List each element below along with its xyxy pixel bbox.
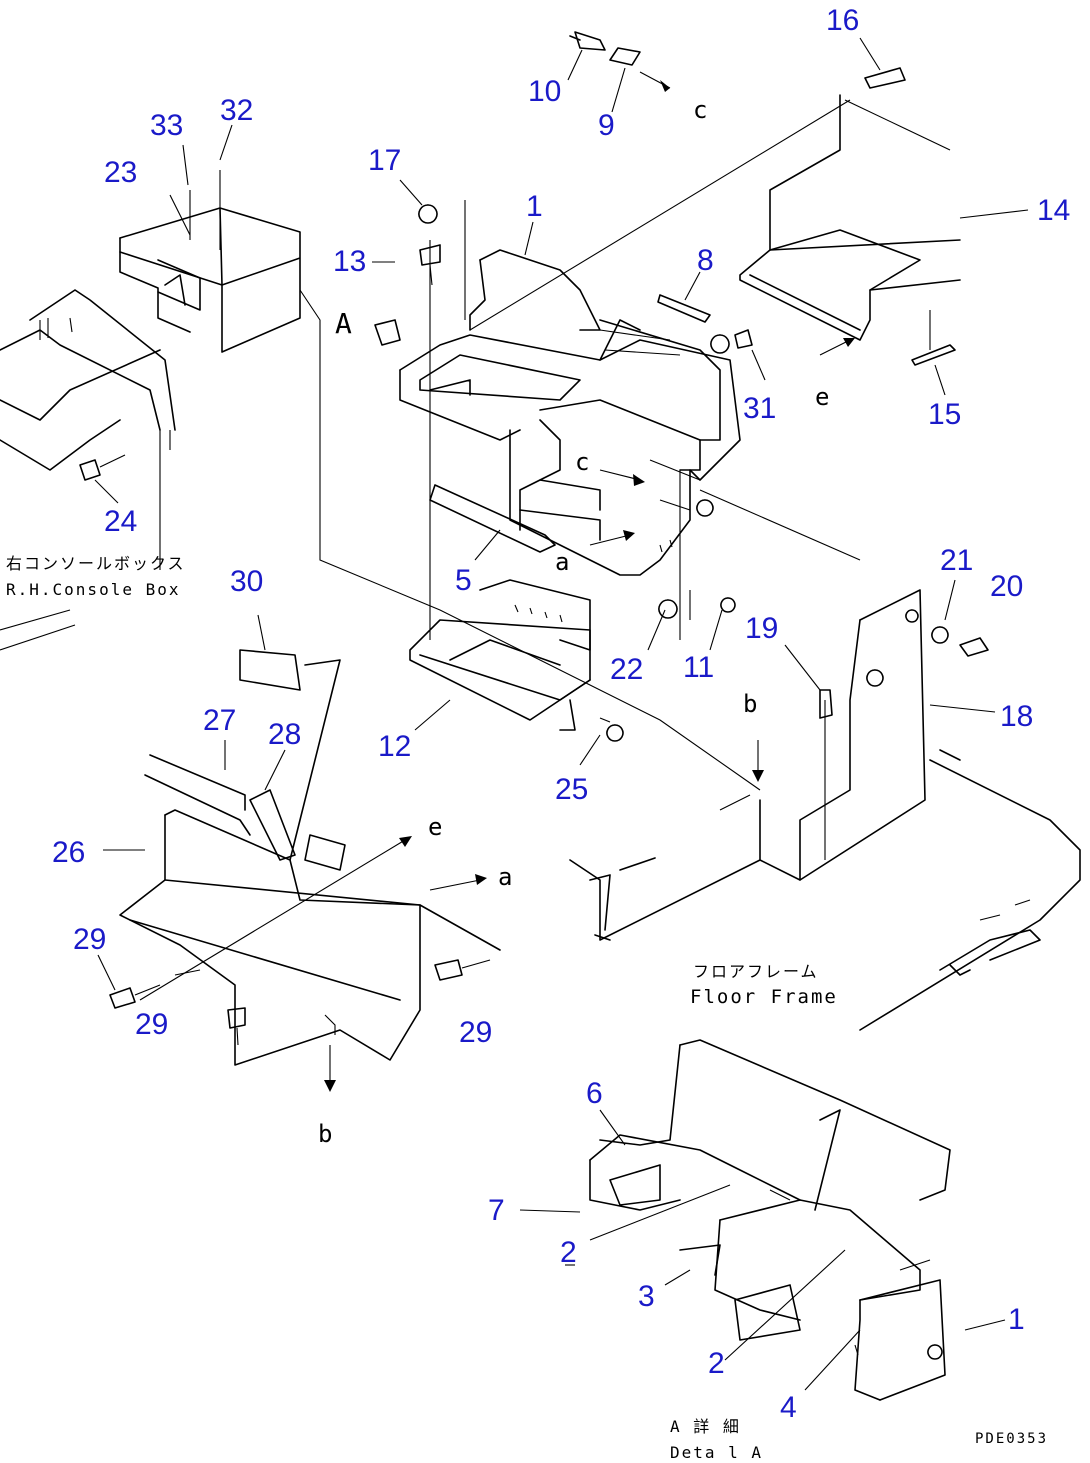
view-letter-A: A (335, 307, 352, 340)
arrow-letter-a-mid: a (555, 548, 569, 576)
label-6: 6 (586, 1077, 603, 1110)
label-10: 10 (528, 75, 561, 108)
label-28: 28 (268, 718, 301, 751)
label-1-bottom: 1 (1008, 1303, 1025, 1336)
view-letters: A c c e e a a b b (318, 96, 829, 1148)
floor-frame-note-jp: フロアフレーム (693, 962, 819, 981)
console-box-note-en: R.H.Console Box (6, 580, 181, 599)
fastener-glyphs (79, 31, 989, 1046)
label-9: 9 (598, 109, 615, 142)
label-23: 23 (104, 156, 137, 189)
arrow-letter-c-mid: c (575, 448, 589, 476)
console-box-drawing (0, 170, 301, 651)
label-3: 3 (638, 1280, 655, 1313)
label-15: 15 (928, 398, 961, 431)
label-32: 32 (220, 94, 253, 127)
label-26: 26 (52, 836, 85, 869)
label-12: 12 (378, 730, 411, 763)
arrow-letter-e-low: e (428, 813, 442, 841)
leader-lines (94, 37, 1029, 1391)
arrow-letter-c-top: c (693, 96, 707, 124)
label-24: 24 (104, 505, 137, 538)
part-number-labels: 16 10 9 33 32 23 17 1 13 8 14 31 15 24 5… (52, 4, 1070, 1424)
floor-frame-note-en: Floor Frame (690, 986, 838, 1008)
direction-arrows (139, 71, 855, 1092)
label-29-b: 29 (135, 1008, 168, 1041)
detail-a-note-jp: A 詳 細 (670, 1417, 741, 1436)
label-2-b: 2 (708, 1347, 725, 1380)
label-22: 22 (610, 653, 643, 686)
label-16: 16 (826, 4, 859, 37)
label-4: 4 (780, 1391, 797, 1424)
detail-a-note-en: Deta l A (670, 1443, 763, 1462)
label-27: 27 (203, 704, 236, 737)
label-33: 33 (150, 109, 183, 142)
label-1-top: 1 (526, 190, 543, 223)
label-14: 14 (1037, 194, 1070, 227)
label-31: 31 (743, 392, 776, 425)
console-box-note-jp: 右コンソールボックス (6, 554, 186, 573)
drawing-notes: 右コンソールボックス R.H.Console Box フロアフレーム Floor… (6, 554, 1048, 1462)
label-11: 11 (683, 651, 714, 684)
label-30: 30 (230, 565, 263, 598)
drawing-code: PDE0353 (975, 1431, 1048, 1447)
label-17: 17 (368, 144, 401, 177)
label-29-a: 29 (73, 923, 106, 956)
label-19: 19 (745, 612, 778, 645)
arrow-letter-b-mid: b (743, 690, 757, 718)
arrow-letter-b-low: b (318, 1120, 332, 1148)
label-18: 18 (1000, 700, 1033, 733)
label-5: 5 (455, 564, 472, 597)
detail-a-drawing (589, 1039, 951, 1401)
label-21: 21 (940, 544, 973, 577)
arrow-letter-e-top: e (815, 383, 829, 411)
arrow-letter-a-low: a (498, 863, 512, 891)
main-assembly-drawing (299, 94, 1081, 1031)
lower-cover-drawing (119, 649, 501, 1066)
label-29-c: 29 (459, 1016, 492, 1049)
label-2-a: 2 (560, 1236, 577, 1269)
label-25: 25 (555, 773, 588, 806)
label-13: 13 (333, 245, 366, 278)
label-20: 20 (990, 570, 1023, 603)
label-8: 8 (697, 244, 714, 277)
label-7: 7 (488, 1194, 505, 1227)
